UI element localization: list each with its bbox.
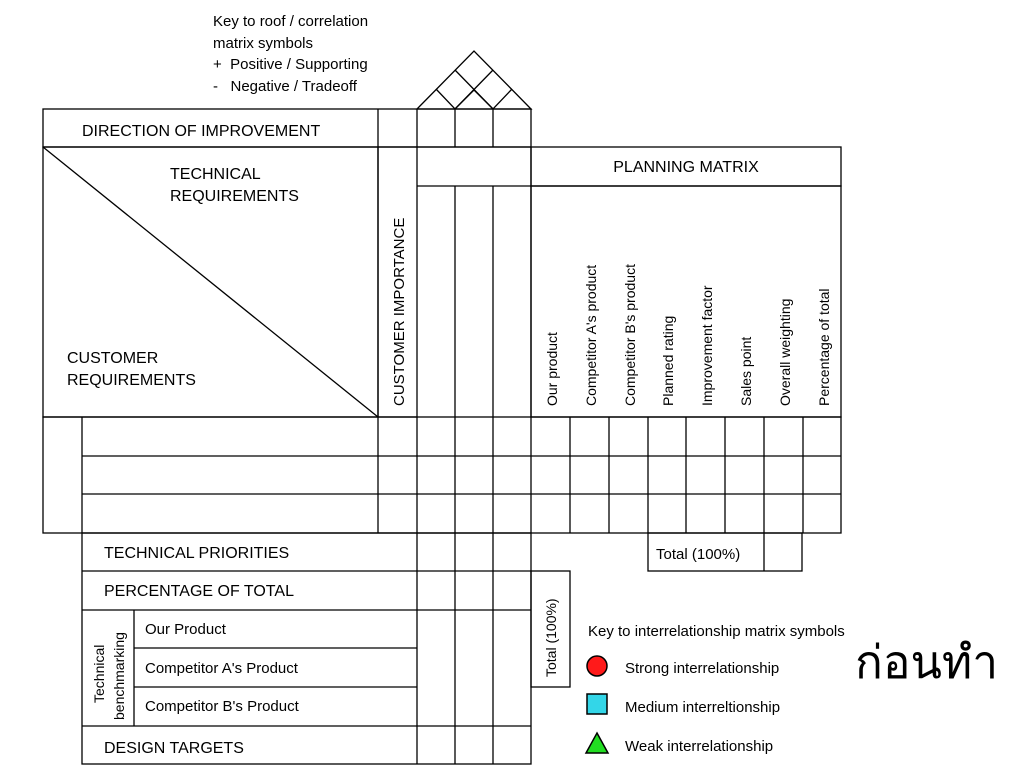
benchmark-row-label: Our Product xyxy=(145,621,227,638)
interrelationship-key: Key to interrelationship matrix symbols … xyxy=(584,623,845,755)
planning-column-label: Overall weighting xyxy=(777,299,793,406)
roof-key-positive: + Positive / Supporting xyxy=(213,56,368,73)
medium-square-icon xyxy=(586,693,608,715)
roof-key-line: matrix symbols xyxy=(213,35,313,52)
weak-triangle-icon xyxy=(584,731,610,754)
planning-total-label: Total (100%) xyxy=(656,546,740,563)
technical-benchmarking-label: Technical xyxy=(91,645,107,703)
customer-importance-label: CUSTOMER IMPORTANCE xyxy=(391,218,408,406)
technical-priorities-label: TECHNICAL PRIORITIES xyxy=(104,545,289,562)
roof-key-negative: - Negative / Tradeoff xyxy=(213,78,358,95)
medium-interrelationship-label: Medium interreltionship xyxy=(625,699,780,716)
planning-column-label: Competitor A's product xyxy=(583,265,599,406)
grid-lines xyxy=(42,50,842,765)
planning-column-label: Competitor B's product xyxy=(622,264,638,406)
percentage-of-total-label: PERCENTAGE OF TOTAL xyxy=(104,583,294,600)
planning-matrix-columns: Our product Competitor A's product Compe… xyxy=(544,264,832,406)
weak-interrelationship-label: Weak interrelationship xyxy=(625,738,773,755)
strong-interrelationship-label: Strong interrelationship xyxy=(625,660,779,677)
direction-of-improvement-label: DIRECTION OF IMPROVEMENT xyxy=(82,123,320,140)
planning-column-label: Planned rating xyxy=(660,316,676,406)
planning-matrix-title: PLANNING MATRIX xyxy=(613,159,759,176)
technical-total-label: Total (100%) xyxy=(543,598,559,677)
roof-key-line: Key to roof / correlation xyxy=(213,13,368,30)
overlay-text: ก่อนทำ xyxy=(855,635,998,689)
technical-requirements-label: REQUIREMENTS xyxy=(170,188,299,205)
strong-circle-icon xyxy=(586,655,608,677)
roof xyxy=(415,50,533,110)
planning-column-label: Our product xyxy=(544,332,560,406)
technical-requirements-label: TECHNICAL xyxy=(170,166,261,183)
interrelationship-key-title: Key to interrelationship matrix symbols xyxy=(588,623,845,640)
planning-column-label: Percentage of total xyxy=(816,288,832,406)
planning-column-label: Improvement factor xyxy=(699,285,715,406)
benchmark-row-label: Competitor B's Product xyxy=(145,698,300,715)
design-targets-label: DESIGN TARGETS xyxy=(104,740,244,757)
benchmark-row-label: Competitor A's Product xyxy=(145,660,299,677)
roof-key: Key to roof / correlation matrix symbols… xyxy=(213,13,368,95)
customer-requirements-label: CUSTOMER xyxy=(67,350,158,367)
planning-column-label: Sales point xyxy=(738,337,754,406)
technical-benchmarking-label: benchmarking xyxy=(111,632,127,720)
customer-requirements-label: REQUIREMENTS xyxy=(67,372,196,389)
